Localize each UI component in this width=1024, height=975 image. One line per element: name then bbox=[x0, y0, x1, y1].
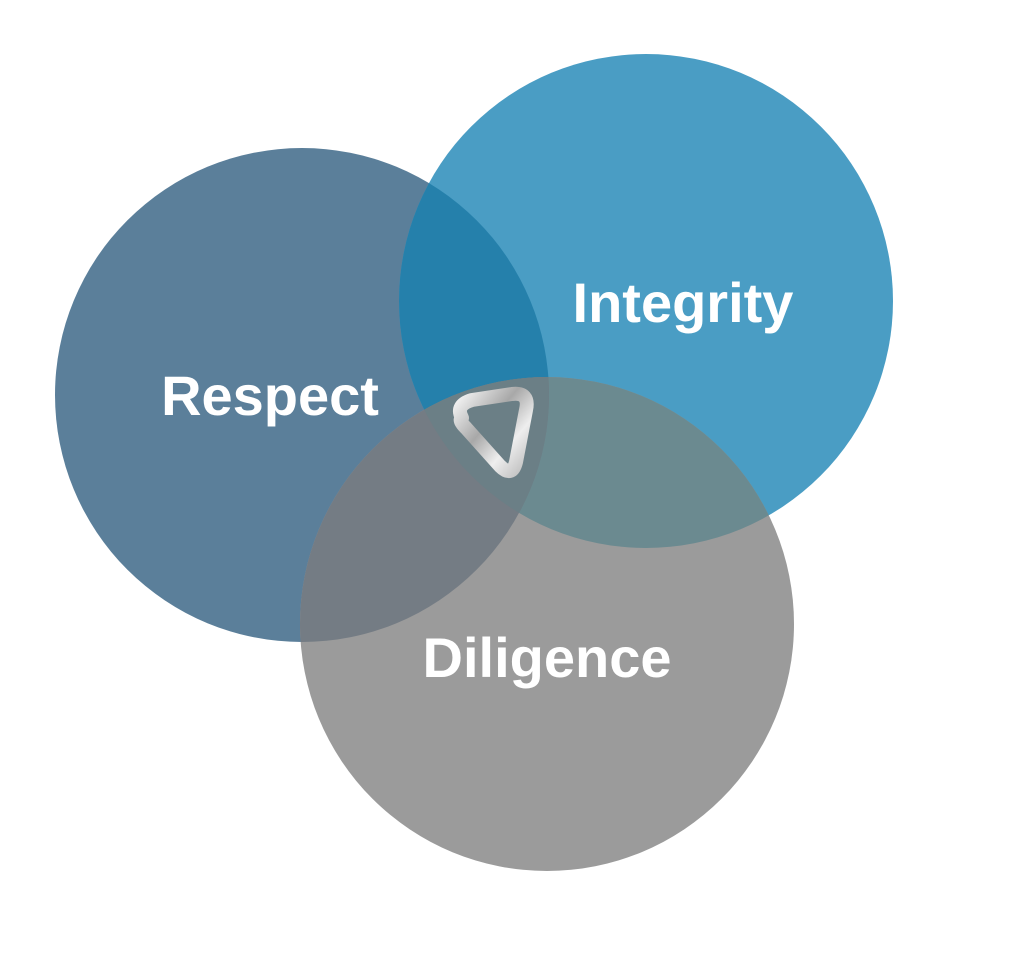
rounded-triangle-logo-icon bbox=[453, 386, 534, 479]
respect-label: Respect bbox=[161, 364, 379, 427]
integrity-label: Integrity bbox=[573, 271, 794, 334]
diligence-label: Diligence bbox=[423, 626, 672, 689]
